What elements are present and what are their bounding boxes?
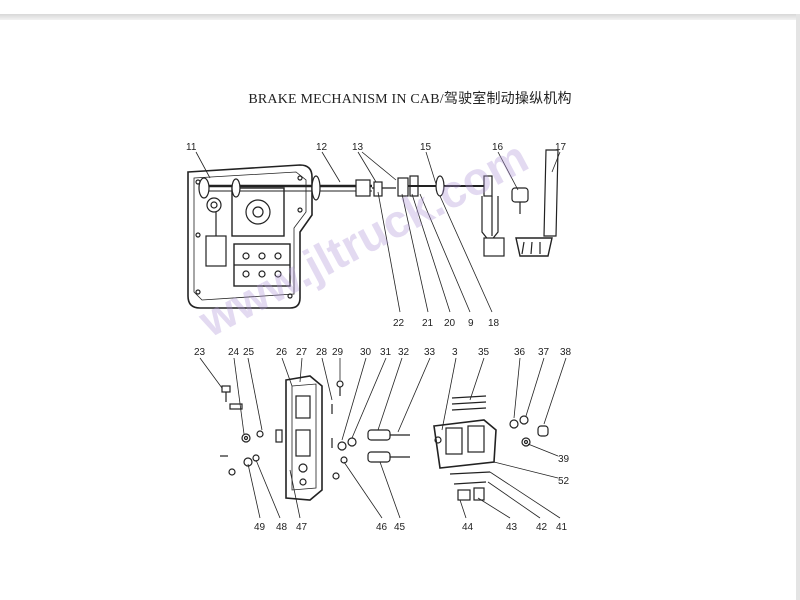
pedal-pad-assembly [511, 149, 559, 257]
callout-17: 17 [555, 142, 567, 153]
brake-valve-body [231, 187, 291, 287]
callout-30: 30 [360, 347, 372, 358]
callout-11: 11 [186, 142, 197, 153]
callout-41: 41 [556, 522, 568, 533]
callout-26: 26 [276, 347, 288, 358]
callout-23: 23 [194, 347, 206, 358]
callout-45: 45 [394, 522, 406, 533]
valve-pistons [367, 429, 410, 463]
scan-right-edge [796, 14, 800, 600]
callout-20: 20 [444, 318, 456, 329]
callout-labels: 11 12 13 15 16 17 22 21 20 9 18 23 24 25… [186, 142, 572, 533]
callout-18: 18 [488, 318, 500, 329]
callout-28: 28 [316, 347, 328, 358]
callout-31: 31 [380, 347, 392, 358]
valve-body-right [433, 395, 497, 501]
callout-35: 35 [478, 347, 490, 358]
callout-42: 42 [536, 522, 548, 533]
callout-52: 52 [558, 476, 570, 487]
callout-48: 48 [276, 522, 288, 533]
diagram-title: BRAKE MECHANISM IN CAB/驾驶室制动操纵机构 [248, 92, 572, 107]
fasteners-left [220, 385, 283, 476]
callout-9: 9 [468, 318, 474, 329]
callout-21: 21 [422, 318, 434, 329]
small-valve-left [205, 197, 227, 267]
callout-25: 25 [243, 347, 255, 358]
callout-16: 16 [492, 142, 504, 153]
pedal-shaft [198, 175, 396, 201]
callout-27: 27 [296, 347, 308, 358]
callout-22: 22 [393, 318, 405, 329]
callout-32: 32 [398, 347, 410, 358]
callout-15: 15 [420, 142, 432, 153]
linkage-parts [373, 175, 505, 257]
callout-29: 29 [332, 347, 344, 358]
leader-lines-bottom [199, 357, 567, 519]
callout-12: 12 [316, 142, 328, 153]
callout-13: 13 [352, 142, 364, 153]
callout-38: 38 [560, 347, 572, 358]
bracket-housing [285, 375, 323, 501]
scan-top-edge [0, 14, 800, 20]
callout-49: 49 [254, 522, 266, 533]
callout-37: 37 [538, 347, 550, 358]
callout-36: 36 [514, 347, 526, 358]
callout-44: 44 [462, 522, 474, 533]
fasteners-right [509, 415, 549, 447]
mounting-plate [187, 164, 313, 309]
fasteners-middle [331, 380, 357, 480]
callout-39: 39 [558, 454, 570, 465]
callout-46: 46 [376, 522, 388, 533]
leader-lines-top [195, 151, 561, 313]
callout-47: 47 [296, 522, 308, 533]
callout-43: 43 [506, 522, 518, 533]
callout-33: 33 [424, 347, 436, 358]
callout-3: 3 [452, 347, 458, 358]
callout-24: 24 [228, 347, 240, 358]
